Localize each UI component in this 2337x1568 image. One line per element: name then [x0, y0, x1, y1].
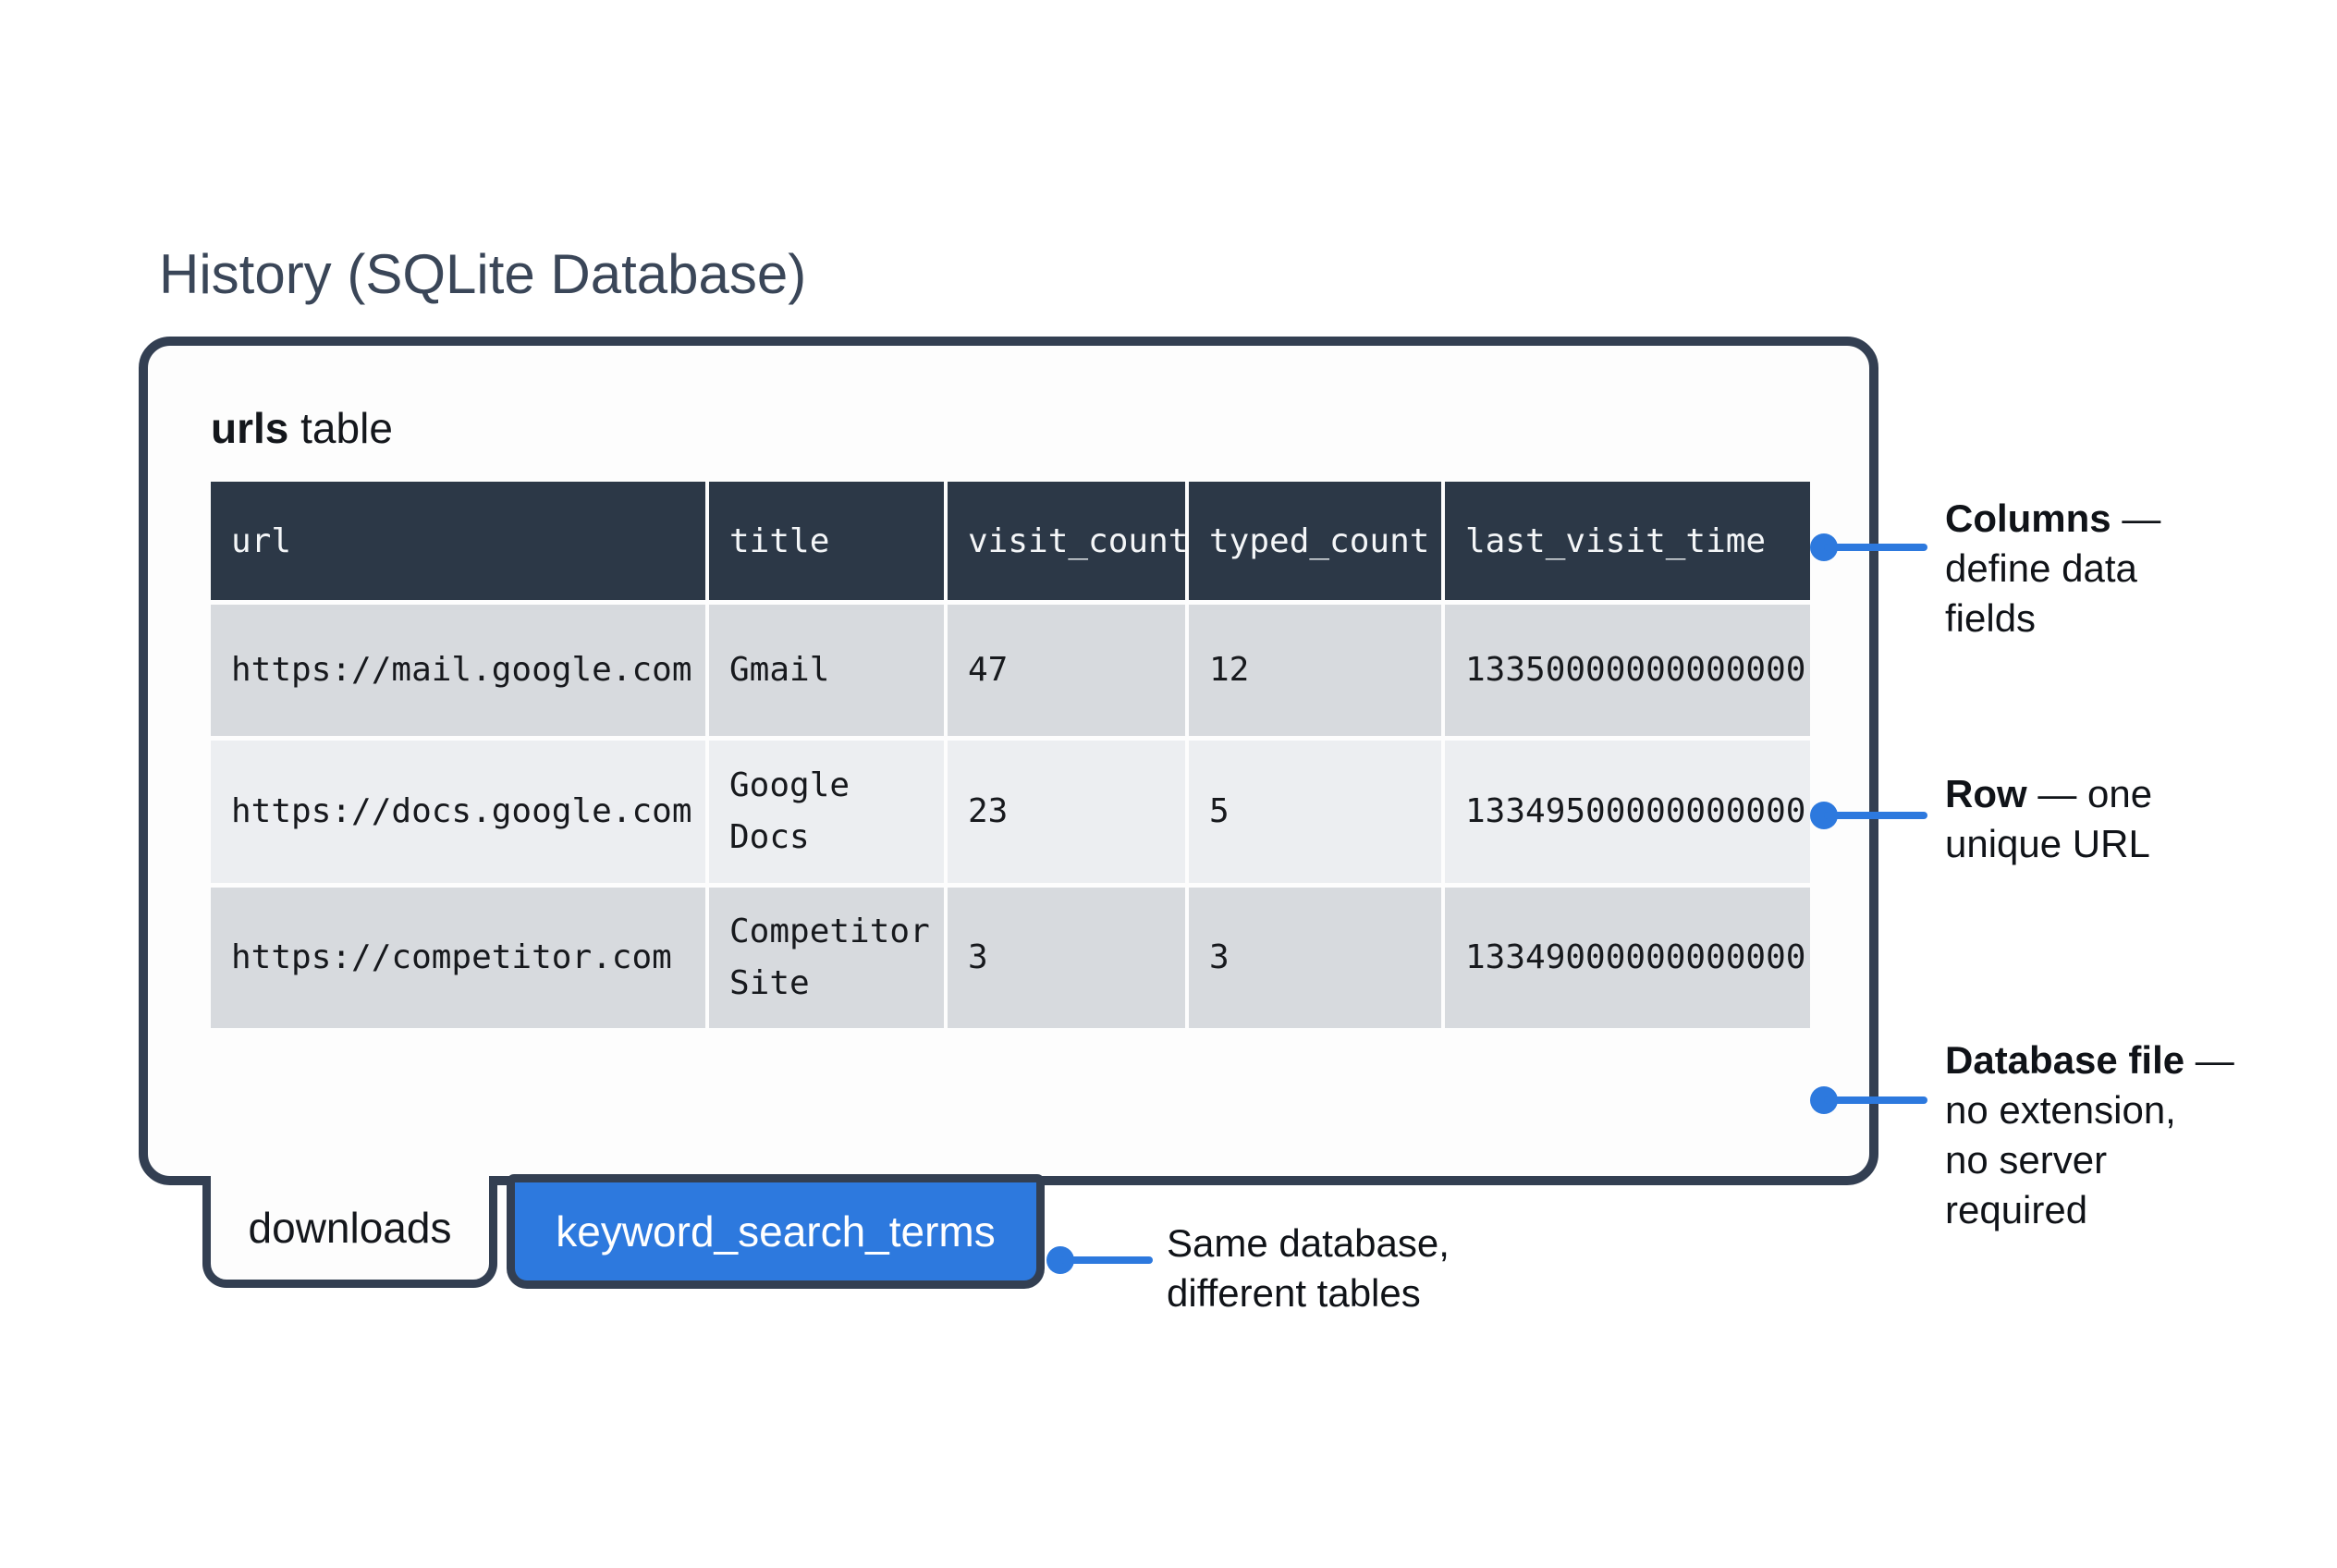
cell-row2-url: https://docs.google.com: [211, 741, 705, 883]
annotation-database-file-line3: no server: [1945, 1138, 2108, 1182]
annotation-same-database-line2: different tables: [1167, 1271, 1421, 1315]
annotation-columns-line1: Columns —: [1945, 494, 2259, 544]
annotation-row: Row — one unique URL: [1945, 769, 2259, 869]
annotation-columns-line2: define data: [1945, 546, 2137, 590]
annotation-same-database-line1: Same database,: [1167, 1219, 1555, 1268]
urls-table: url title visit_count typed_count last_v…: [211, 482, 1810, 1028]
urls-table-label: urls table: [211, 403, 393, 453]
annotation-columns-line3: fields: [1945, 596, 2037, 640]
page-title: History (SQLite Database): [159, 243, 807, 305]
connector-line-same-database: [1060, 1256, 1153, 1264]
cell-row2-typed-count: 5: [1189, 741, 1441, 883]
cell-row3-typed-count: 3: [1189, 888, 1441, 1028]
cell-row3-url: https://competitor.com: [211, 888, 705, 1028]
tab-downloads[interactable]: downloads: [202, 1176, 497, 1288]
connector-line-columns: [1824, 544, 1927, 551]
annotation-row-rest: — one: [2026, 772, 2153, 815]
cell-row1-url: https://mail.google.com: [211, 605, 705, 736]
tab-downloads-label: downloads: [248, 1204, 452, 1252]
cell-row3-title: Competitor Site: [709, 888, 944, 1028]
annotation-row-line2: unique URL: [1945, 822, 2150, 865]
annotation-database-file-bold: Database file: [1945, 1038, 2185, 1082]
cell-row3-visit-count: 3: [948, 888, 1185, 1028]
column-header-url: url: [211, 482, 705, 600]
tab-keyword-search-terms[interactable]: keyword_search_terms: [507, 1174, 1045, 1289]
annotation-same-database-rest: Same database,: [1167, 1221, 1450, 1265]
cell-row2-last-visit-time: 13349500000000000: [1445, 741, 1810, 883]
column-header-last-visit-time: last_visit_time: [1445, 482, 1810, 600]
connector-line-database-file: [1824, 1096, 1927, 1104]
cell-row1-typed-count: 12: [1189, 605, 1441, 736]
annotation-same-database: Same database, different tables: [1167, 1219, 1555, 1318]
annotation-database-file: Database file — no extension, no server …: [1945, 1035, 2296, 1235]
cell-row2-title: Google Docs: [709, 741, 944, 883]
tab-keyword-search-terms-label: keyword_search_terms: [556, 1207, 996, 1256]
cell-row1-title: Gmail: [709, 605, 944, 736]
annotation-database-file-line4: required: [1945, 1188, 2088, 1231]
cell-row3-last-visit-time: 13349000000000000: [1445, 888, 1810, 1028]
column-header-typed-count: typed_count: [1189, 482, 1441, 600]
connector-line-row: [1824, 812, 1927, 819]
column-header-title: title: [709, 482, 944, 600]
urls-table-label-bold: urls: [211, 404, 289, 452]
annotation-row-bold: Row: [1945, 772, 2027, 815]
annotation-columns: Columns — define data fields: [1945, 494, 2259, 643]
annotation-row-line1: Row — one: [1945, 769, 2259, 819]
annotation-database-file-line1: Database file —: [1945, 1035, 2296, 1085]
cell-row1-last-visit-time: 13350000000000000: [1445, 605, 1810, 736]
cell-row1-visit-count: 47: [948, 605, 1185, 736]
cell-row2-visit-count: 23: [948, 741, 1185, 883]
annotation-columns-rest: —: [2111, 496, 2161, 540]
urls-table-label-rest: table: [288, 404, 393, 452]
annotation-columns-bold: Columns: [1945, 496, 2111, 540]
annotation-database-file-rest: —: [2184, 1038, 2234, 1082]
column-header-visit-count: visit_count: [948, 482, 1188, 600]
annotation-database-file-line2: no extension,: [1945, 1088, 2176, 1132]
